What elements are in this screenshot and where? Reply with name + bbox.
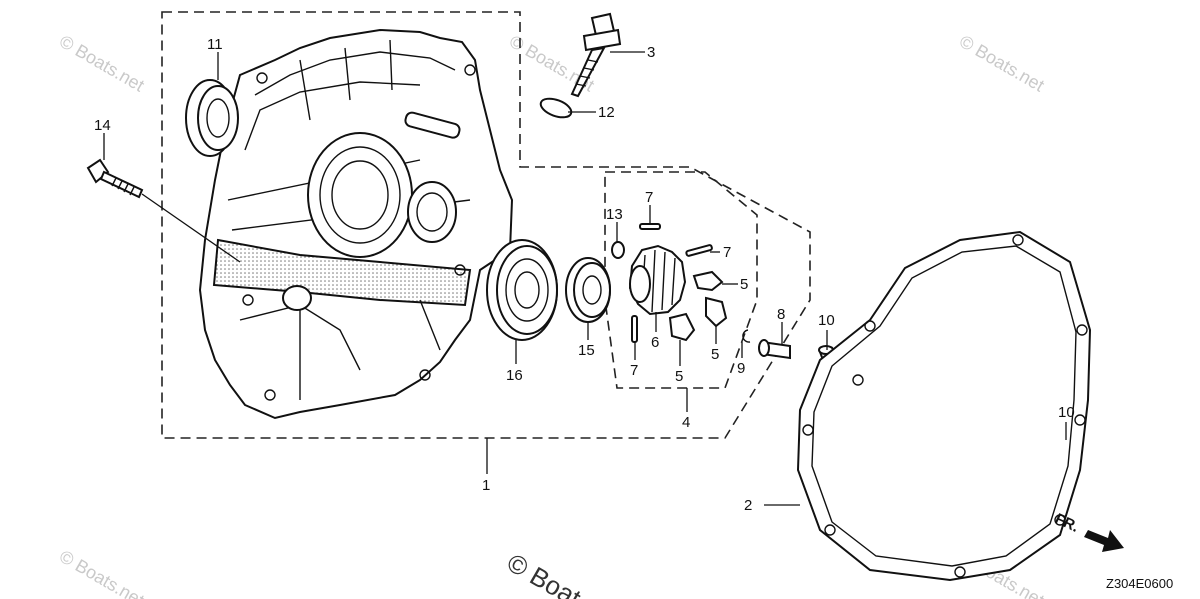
watermark-top-right: © Boats.net	[956, 31, 1048, 95]
governor-shaft-part-8	[758, 339, 791, 360]
callout-12: 12	[598, 104, 615, 121]
callout-15: 15	[578, 342, 595, 359]
watermark-bottom-center: © Boat	[502, 547, 587, 599]
clip-part-9	[742, 329, 751, 343]
callout-14: 14	[94, 117, 111, 134]
callout-10-top: 10	[818, 312, 835, 329]
diagram-code: Z304E0600	[1106, 576, 1173, 591]
leader-lines	[103, 51, 1067, 506]
oil-dipstick-part-3	[570, 12, 622, 98]
o-ring-part-12	[539, 97, 573, 119]
assembly-boundary-4	[604, 171, 758, 389]
pin-part-7-c	[631, 315, 638, 343]
gasket-part-2	[796, 230, 1092, 582]
governor-arm-part-5	[668, 312, 696, 342]
clip-part-5-b	[705, 296, 728, 328]
pin-part-7-a	[639, 223, 661, 230]
callout-6: 6	[651, 334, 659, 351]
oil-seal-part-11	[185, 79, 239, 157]
callout-5-mid: 5	[711, 346, 719, 363]
radial-ball-bearing-part-16	[486, 239, 558, 341]
callout-16: 16	[506, 367, 523, 384]
governor-gear-part-6	[628, 244, 687, 316]
watermark-bottom-left: © Boats.net	[56, 546, 148, 599]
clip-part-5-a	[692, 270, 724, 292]
callout-9: 9	[737, 360, 745, 377]
callout-3: 3	[647, 44, 655, 61]
callout-5-bottom: 5	[675, 368, 683, 385]
pin-part-7-b	[685, 244, 713, 257]
side-cover-casting	[198, 28, 514, 420]
washer-part-13	[611, 241, 625, 259]
front-direction-indicator: FR.	[1052, 510, 1124, 552]
callout-8: 8	[777, 306, 785, 323]
watermark-top-left: © Boats.net	[56, 31, 148, 95]
callout-4: 4	[682, 414, 690, 431]
callout-numbers: 11 14 3 12 13 7 7 5 6 5 5 7 9 8 10 10 15…	[94, 36, 1075, 514]
callout-1: 1	[482, 477, 490, 494]
callout-2: 2	[744, 497, 752, 514]
callout-7-right: 7	[723, 244, 731, 261]
radial-ball-bearing-part-15	[565, 257, 611, 323]
callout-10-right: 10	[1058, 404, 1075, 421]
flange-bolt-part-14	[86, 158, 241, 263]
callout-11: 11	[207, 36, 223, 53]
callout-7-top: 7	[645, 189, 653, 206]
callout-13: 13	[606, 206, 623, 223]
callout-7-bottom: 7	[630, 362, 638, 379]
callout-5-top: 5	[740, 276, 748, 293]
assembly-boundary-1	[161, 11, 811, 439]
